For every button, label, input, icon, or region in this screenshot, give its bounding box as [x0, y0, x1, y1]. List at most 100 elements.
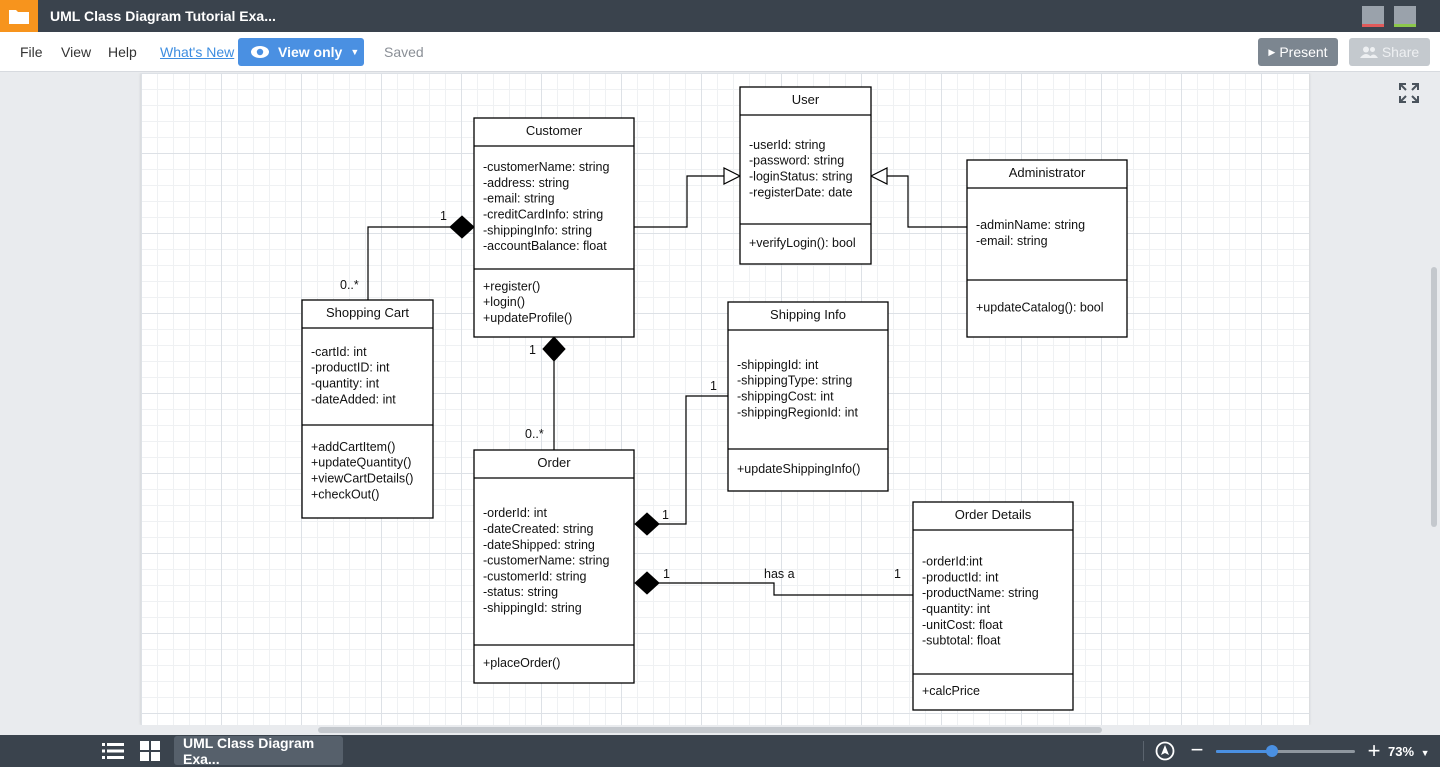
uml-method: +updateCatalog(): bool — [976, 301, 1104, 315]
multiplicity-label: 1 — [894, 567, 901, 581]
composition-line — [659, 395, 728, 525]
uml-method: +placeOrder() — [483, 656, 560, 670]
uml-attribute: -shippingId: string — [483, 601, 582, 615]
divider — [1143, 741, 1144, 761]
collaborator-status-bar — [1394, 24, 1416, 27]
menu-view[interactable]: View — [61, 44, 92, 60]
zoom-out-button[interactable]: − — [1190, 737, 1204, 762]
uml-attribute: -shippingInfo: string — [483, 223, 592, 237]
uml-class-order-details[interactable]: Order Details-orderId:int-productId: int… — [912, 501, 1074, 711]
uml-method: +checkOut() — [311, 487, 379, 501]
present-label: Present — [1279, 44, 1328, 60]
generalization-line — [634, 175, 724, 228]
zoom-level-label: 73% — [1388, 744, 1415, 759]
uml-attribute: -address: string — [483, 176, 569, 190]
share-label: Share — [1381, 44, 1420, 60]
uml-attribute: -cartId: int — [311, 345, 367, 359]
composition-diamond — [634, 512, 660, 536]
view-only-label: View only — [278, 44, 343, 60]
zoom-slider-fill — [1216, 750, 1272, 753]
uml-attribute: -quantity: int — [922, 602, 991, 616]
uml-class-box — [912, 501, 1074, 711]
uml-class-name: Shipping Info — [770, 307, 846, 322]
uml-attribute: -customerId: string — [483, 569, 587, 583]
whats-new-link[interactable]: What's New — [160, 44, 235, 60]
uml-attribute: -shippingRegionId: int — [737, 405, 858, 419]
uml-class-administrator[interactable]: Administrator-adminName: string-email: s… — [966, 159, 1128, 338]
view-only-dropdown[interactable]: View only ▼ — [238, 38, 364, 66]
uml-attribute: -productName: string — [922, 586, 1039, 600]
present-button[interactable]: ▶ Present — [1258, 38, 1338, 66]
uml-attribute: -shippingType: string — [737, 374, 852, 388]
composition-line — [367, 226, 450, 300]
play-icon: ▶ — [1268, 46, 1276, 57]
composition-diamond — [634, 571, 660, 595]
uml-class-box — [727, 301, 889, 492]
uml-attribute: -loginStatus: string — [749, 170, 853, 184]
vertical-scrollbar[interactable] — [1431, 267, 1437, 527]
zoom-in-button[interactable]: + — [1367, 738, 1381, 763]
uml-class-box — [473, 449, 635, 684]
share-button[interactable]: Share — [1349, 38, 1430, 66]
uml-method: +updateQuantity() — [311, 456, 411, 470]
uml-attribute: -orderId: int — [483, 506, 547, 520]
multiplicity-label: 1 — [663, 567, 670, 581]
uml-attribute: -shippingCost: int — [737, 390, 834, 404]
collaborator-avatar[interactable] — [1394, 6, 1416, 27]
uml-attribute: -creditCardInfo: string — [483, 208, 603, 222]
uml-class-name: Order — [537, 455, 571, 470]
uml-attribute: -password: string — [749, 154, 844, 168]
uml-attribute: -dateShipped: string — [483, 538, 595, 552]
zoom-slider[interactable] — [1216, 745, 1355, 757]
bottom-bar: UML Class Diagram Exa... − + 73% ▼ — [0, 735, 1440, 767]
uml-class-user[interactable]: User -userId: string -password: string -log… — [739, 86, 872, 265]
generalization-arrow — [723, 167, 742, 185]
horizontal-scrollbar[interactable] — [318, 727, 1102, 733]
zoom-level-dropdown[interactable]: 73% ▼ — [1388, 744, 1430, 759]
uml-class-name: Customer — [526, 123, 583, 138]
uml-method: +updateShippingInfo() — [737, 462, 860, 476]
collaborator-status-bar — [1362, 24, 1384, 27]
eye-icon — [251, 46, 269, 58]
menu-file[interactable]: File — [20, 44, 43, 60]
multiplicity-label: 1 — [440, 209, 447, 223]
uml-class-name: Shopping Cart — [326, 305, 409, 320]
document-title[interactable]: UML Class Diagram Tutorial Exa... — [50, 8, 276, 24]
save-status: Saved — [384, 44, 424, 60]
zoom-slider-thumb[interactable] — [1265, 745, 1278, 757]
uml-attribute: -userId: string — [749, 138, 825, 152]
uml-attribute: -shippingId: int — [737, 358, 819, 372]
list-view-icon[interactable] — [102, 741, 124, 761]
page-tab[interactable]: UML Class Diagram Exa... — [174, 735, 343, 767]
uml-class-shipping-info[interactable]: Shipping Info -shippingId: int -shippingTy… — [727, 301, 889, 492]
menu-help[interactable]: Help — [108, 44, 137, 60]
uml-class-order[interactable]: Order-orderId: int-dateCreated: string-d… — [473, 449, 635, 684]
folder-icon[interactable] — [0, 0, 38, 32]
uml-attribute: -status: string — [483, 585, 558, 599]
collaborator-avatar[interactable] — [1362, 6, 1384, 27]
multiplicity-label: 1 — [710, 379, 717, 393]
uml-class-customer[interactable]: Customer-customerName: string-address: s… — [473, 117, 635, 338]
uml-method: +login() — [483, 295, 525, 309]
uml-class-name: Administrator — [1009, 165, 1086, 180]
uml-class-shopping-cart[interactable]: Shopping Cart-cartId: int-productID: int… — [301, 299, 434, 519]
uml-attribute: -email: string — [976, 234, 1048, 248]
uml-class-name: User — [792, 92, 820, 107]
uml-method: +calcPrice — [922, 684, 980, 698]
uml-method: +addCartItem() — [311, 440, 395, 454]
chevron-down-icon: ▼ — [350, 47, 360, 57]
grid-view-icon[interactable] — [140, 741, 160, 761]
uml-attribute: -subtotal: float — [922, 634, 1001, 648]
uml-attribute: -quantity: int — [311, 377, 380, 391]
uml-attribute: -email: string — [483, 192, 555, 206]
uml-attribute: -orderId:int — [922, 555, 983, 569]
uml-attribute: -unitCost: float — [922, 618, 1003, 632]
uml-method: +updateProfile() — [483, 311, 572, 325]
fullscreen-icon[interactable] — [1398, 82, 1420, 104]
navigator-icon[interactable] — [1155, 741, 1175, 761]
menu-bar: File View Help What's New View only ▼ Sa… — [0, 32, 1440, 72]
